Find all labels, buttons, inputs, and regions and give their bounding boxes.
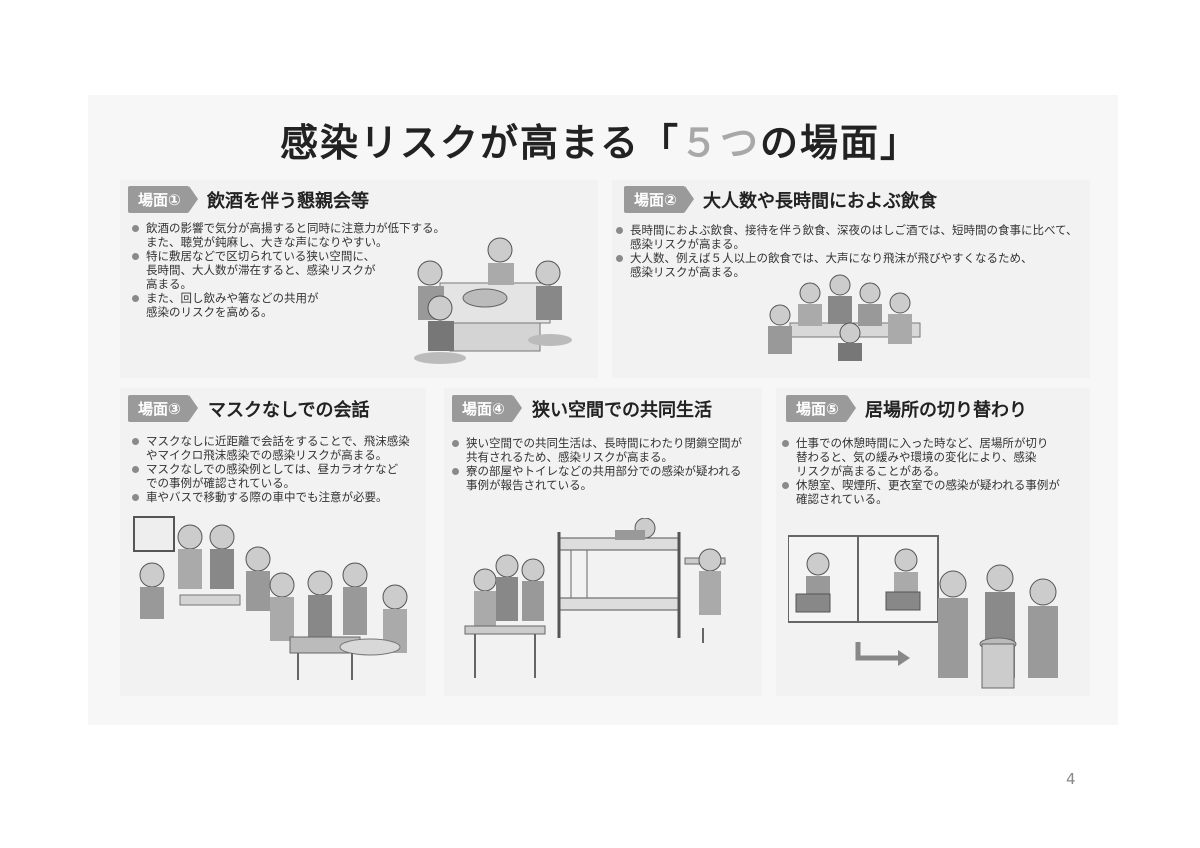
- scene-5-bullet-cont: リスクが高まることがある。: [796, 464, 946, 478]
- scene-3-bullet-cont: での事例が確認されている。: [146, 476, 296, 490]
- scene-5-badge: 場面⑤: [786, 395, 856, 422]
- scene-3-bullet-cont: やマイクロ飛沫感染での感染リスクが高まる。: [146, 448, 388, 462]
- scene-4-badge: 場面④: [452, 395, 522, 422]
- scene-5-bullet-cont: 確認されている。: [796, 492, 888, 506]
- scene-2-heading: 大人数や長時間におよぶ飲食: [703, 191, 937, 212]
- scene-2-bullet: 大人数、例えば５人以上の飲食では、大声になり飛沫が飛びやすくなるため、: [616, 251, 1077, 265]
- scene-2-bullet-cont: 感染リスクが高まる。: [630, 237, 745, 251]
- scene-4-bullet-cont: 事例が報告されている。: [466, 478, 593, 492]
- scene-1-bullet-cont: 感染のリスクを高める。: [146, 305, 273, 319]
- scene-3-heading: マスクなしでの会話: [208, 400, 370, 421]
- scene-1-bullet: また、回し飲みや箸などの共用が: [132, 291, 445, 305]
- scene-5-heading: 居場所の切り替わり: [865, 400, 1027, 421]
- scene-1-bullet-cont: 高まる。: [146, 277, 192, 291]
- scene-3-bullet: 車やバスで移動する際の車中でも注意が必要。: [132, 490, 410, 504]
- scene-1-badge: 場面①: [128, 186, 198, 213]
- scene-2-bullet-cont: 感染リスクが高まる。: [630, 265, 745, 279]
- scene-5-bullet: 仕事での休憩時間に入った時など、居場所が切り: [782, 436, 1060, 450]
- scene-2-bullets: 長時間におよぶ飲食、接待を伴う飲食、深夜のはしご酒では、短時間の食事に比べて、 …: [616, 223, 1077, 279]
- scene-3-bullet: マスクなしに近距離で会話をすることで、飛沫感染: [132, 434, 410, 448]
- scene-2-badge: 場面②: [624, 186, 694, 213]
- scene-4-bullet: 狭い空間での共同生活は、長時間にわたり閉鎖空間が: [452, 436, 742, 450]
- shared-living-illustration: [464, 518, 726, 678]
- break-room-illustration: [788, 535, 1058, 689]
- scene-5-bullets: 仕事での休憩時間に入った時など、居場所が切り 替わると、気の緩みや環境の変化によ…: [782, 436, 1060, 506]
- scene-1-bullets: 飲酒の影響で気分が高揚すると同時に注意力が低下する。 また、聴覚が鈍麻し、大きな…: [132, 221, 445, 319]
- scene-1-bullet-cont: また、聴覚が鈍麻し、大きな声になりやすい。: [146, 235, 388, 249]
- title-five: ５つ: [679, 121, 760, 165]
- scene-5-bullet: 休憩室、喫煙所、更衣室での感染が疑われる事例が: [782, 478, 1060, 492]
- scene-2-bullet: 長時間におよぶ飲食、接待を伴う飲食、深夜のはしご酒では、短時間の食事に比べて、: [616, 223, 1077, 237]
- karaoke-conversation-illustration: [133, 516, 408, 680]
- drinking-party-illustration: [414, 237, 572, 364]
- page-title: 感染リスクが高まる「５つの場面」: [279, 121, 921, 165]
- scene-4-bullets: 狭い空間での共同生活は、長時間にわたり閉鎖空間が 共有されるため、感染リスクが高…: [452, 436, 742, 492]
- scene-4-bullet-cont: 共有されるため、感染リスクが高まる。: [466, 450, 673, 464]
- scene-1-bullet: 飲酒の影響で気分が高揚すると同時に注意力が低下する。: [132, 221, 445, 235]
- scene-3-badge: 場面③: [128, 395, 198, 422]
- group-dining-illustration: [768, 274, 921, 361]
- scene-5-bullet-cont: 替わると、気の緩みや環境の変化により、感染: [796, 450, 1037, 464]
- page-number: 4: [1066, 770, 1076, 788]
- scene-3-bullets: マスクなしに近距離で会話をすることで、飛沫感染 やマイクロ飛沫感染での感染リスク…: [132, 434, 410, 504]
- scene-1-bullet-cont: 長時間、大人数が滞在すると、感染リスクが: [146, 263, 376, 277]
- scene-4-bullet: 寮の部屋やトイレなどの共用部分での感染が疑われる: [452, 464, 742, 478]
- scene-1-bullet: 特に敷居などで区切られている狭い空間に、: [132, 249, 445, 263]
- scene-4-heading: 狭い空間での共同生活: [532, 400, 712, 421]
- scene-1-heading: 飲酒を伴う懇親会等: [207, 191, 369, 212]
- scene-3-bullet: マスクなしでの感染例としては、昼カラオケなど: [132, 462, 410, 476]
